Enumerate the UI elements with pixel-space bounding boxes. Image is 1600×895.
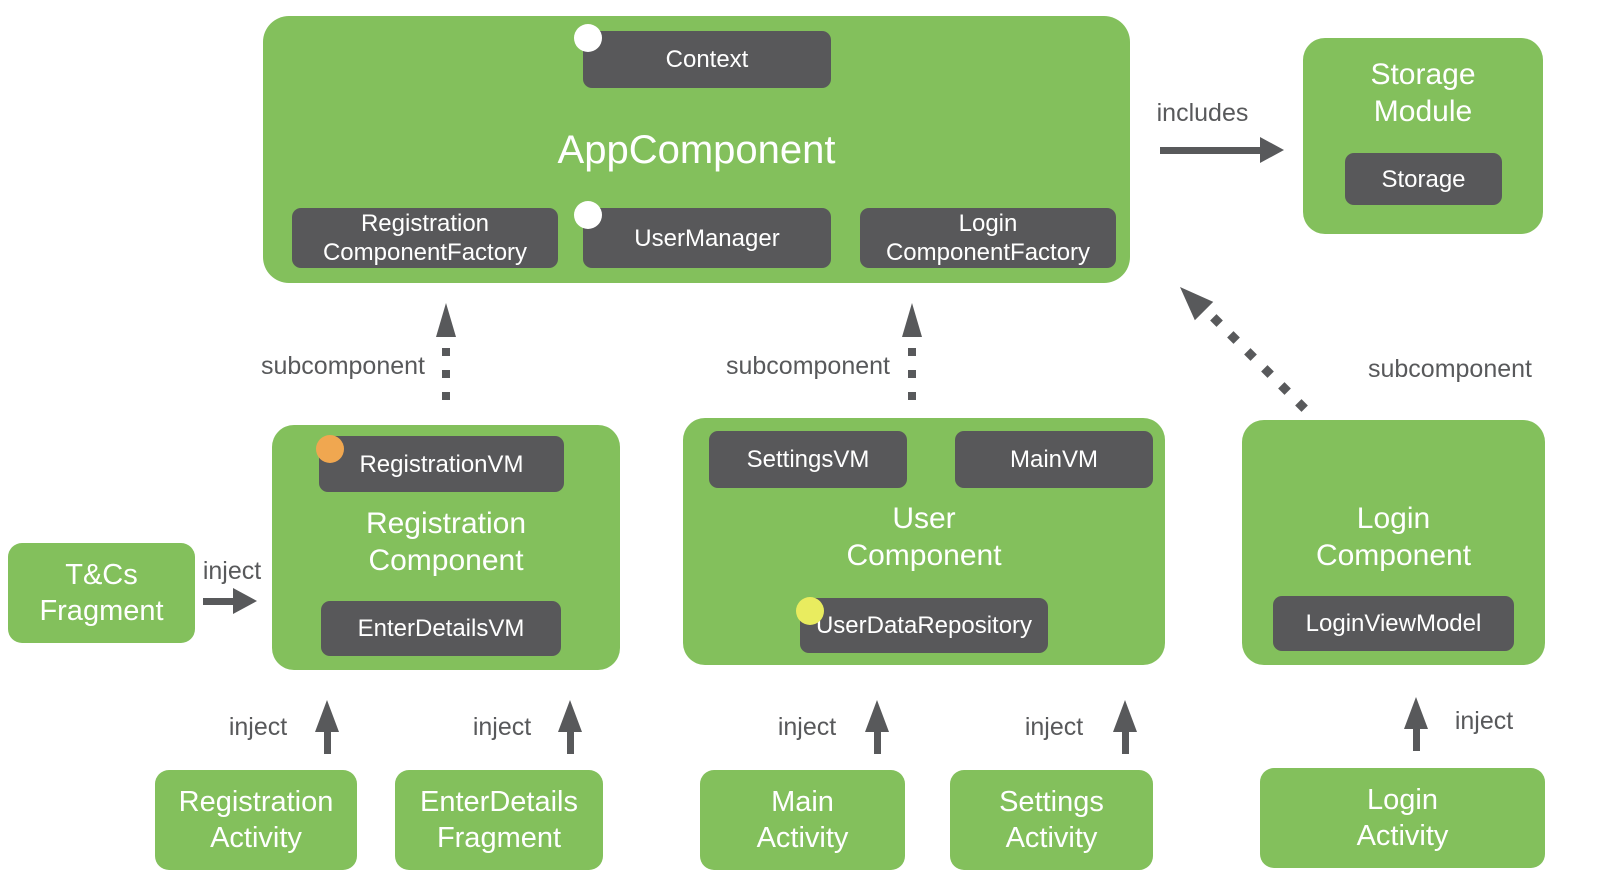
scope-marker-usermanager xyxy=(574,201,602,229)
enter-details-vm-box: EnterDetailsVM xyxy=(321,601,561,656)
subcomponent-arrow-registration-head xyxy=(436,303,456,337)
user-component-title: User Component xyxy=(846,502,1002,572)
subcomponent-arrow-registration-dash xyxy=(442,348,450,356)
subcomponent-arrow-registration-dash xyxy=(442,392,450,400)
inject-arrow-tcs-shaft xyxy=(203,598,233,605)
subcomponent-arrow-user-head xyxy=(902,303,922,337)
inject-label-registration-activity: inject xyxy=(228,713,288,741)
subcomponent-arrow-user-dash xyxy=(908,348,916,356)
inject-arrow-settings-shaft xyxy=(1122,730,1129,754)
scope-marker-context xyxy=(574,24,602,52)
inject-arrow-enter-details-shaft xyxy=(567,730,574,754)
inject-label-main: inject xyxy=(777,713,837,741)
settings-activity-box: Settings Activity xyxy=(950,770,1153,870)
login-view-model-box: LoginViewModel xyxy=(1273,596,1514,651)
inject-label-settings: inject xyxy=(1024,713,1084,741)
registration-activity-box: Registration Activity xyxy=(155,770,357,870)
includes-arrow-head xyxy=(1260,137,1284,163)
includes-arrow-shaft xyxy=(1160,147,1260,154)
scope-marker-registration-vm xyxy=(316,435,344,463)
subcomponent-arrow-login-dot xyxy=(1210,314,1223,327)
subcomponent-arrow-user-dash xyxy=(908,392,916,400)
subcomponent-arrow-login-dot xyxy=(1295,399,1308,412)
settings-vm-box: SettingsVM xyxy=(709,431,907,488)
storage-module-title: Storage Module xyxy=(1370,58,1476,128)
inject-arrow-main-head xyxy=(865,700,889,732)
registration-component-factory-box: Registration ComponentFactory xyxy=(292,208,558,268)
scope-marker-user-data-repository xyxy=(796,597,824,625)
inject-arrow-settings-head xyxy=(1113,700,1137,732)
registration-component-title: Registration Component xyxy=(365,507,527,577)
subcomponent-arrow-login-head xyxy=(1170,277,1214,321)
inject-label-login: inject xyxy=(1454,707,1514,735)
main-vm-box: MainVM xyxy=(955,431,1153,488)
registration-vm-box: RegistrationVM xyxy=(319,436,564,492)
user-data-repository-box: UserDataRepository xyxy=(800,598,1048,653)
storage-box: Storage xyxy=(1345,153,1502,205)
subcomponent-arrow-user-dash xyxy=(908,370,916,378)
includes-label: includes xyxy=(1156,99,1249,127)
enter-details-fragment-box: EnterDetails Fragment xyxy=(395,770,603,870)
login-component-factory-box: Login ComponentFactory xyxy=(860,208,1116,268)
inject-arrow-main-shaft xyxy=(874,730,881,754)
context-box: Context xyxy=(583,31,831,88)
inject-label-enter-details: inject xyxy=(472,713,532,741)
subcomponent-arrow-login-dot xyxy=(1227,331,1240,344)
subcomponent-arrow-registration-dash xyxy=(442,370,450,378)
inject-arrow-enter-details-head xyxy=(558,700,582,732)
subcomponent-arrow-login-dot xyxy=(1244,348,1257,361)
subcomponent-label-login: subcomponent xyxy=(1367,355,1532,383)
subcomponent-arrow-login-dot xyxy=(1278,382,1291,395)
login-activity-box: Login Activity xyxy=(1260,768,1545,868)
usermanager-box: UserManager xyxy=(583,208,831,268)
inject-arrow-login-head xyxy=(1404,697,1428,729)
inject-label-tcs: inject xyxy=(202,557,262,585)
inject-arrow-registration-shaft xyxy=(324,730,331,754)
login-component-title: Login Component xyxy=(1315,502,1472,572)
tcs-fragment-box: T&Cs Fragment xyxy=(8,543,195,643)
subcomponent-arrow-login-dot xyxy=(1261,365,1274,378)
appcomponent-title: AppComponent xyxy=(557,128,836,172)
subcomponent-label-user: subcomponent xyxy=(725,352,890,380)
inject-arrow-registration-head xyxy=(315,700,339,732)
subcomponent-label-registration: subcomponent xyxy=(260,352,425,380)
inject-arrow-login-shaft xyxy=(1413,727,1420,751)
inject-arrow-tcs-head xyxy=(233,588,257,614)
main-activity-box: Main Activity xyxy=(700,770,905,870)
